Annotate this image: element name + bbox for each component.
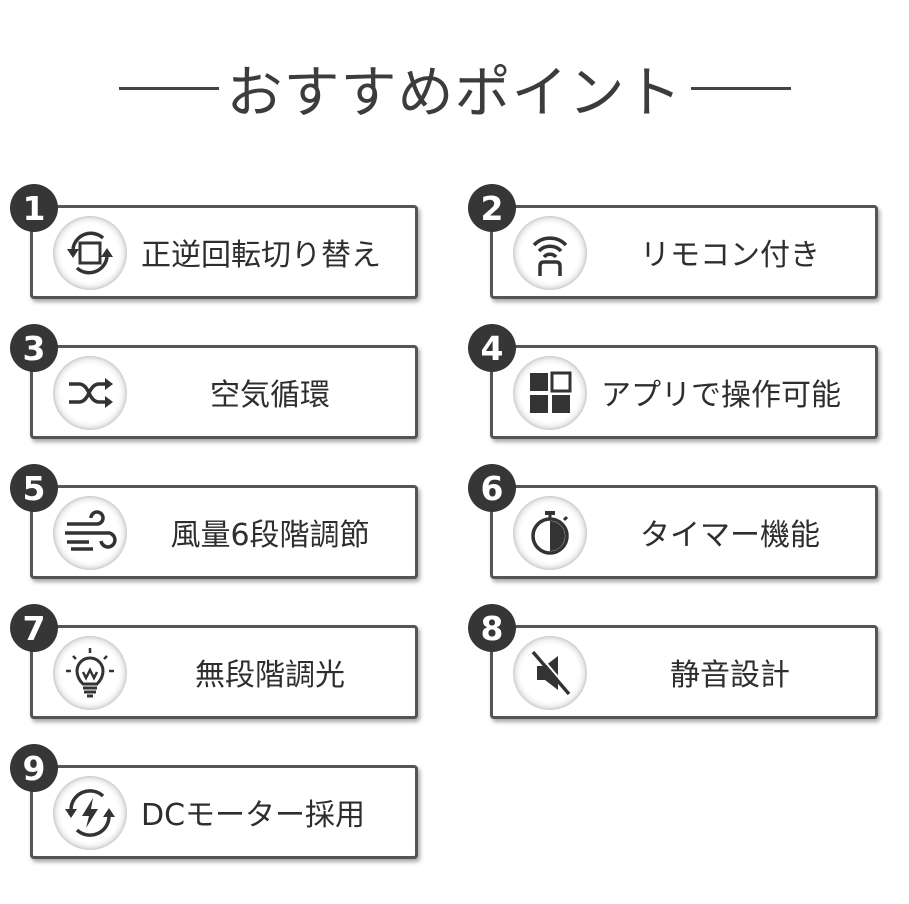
point-label-2: リモコン付き [640, 238, 820, 273]
point-number-badge: 1 [10, 184, 58, 232]
mute-speaker-icon [513, 636, 587, 710]
point-card-4: アプリで操作可能 [490, 345, 878, 439]
point-label-6: タイマー機能 [640, 518, 820, 553]
point-number-badge: 5 [10, 464, 58, 512]
wind-icon [53, 496, 127, 570]
title-right-rule [690, 86, 791, 90]
point-number-badge: 4 [468, 324, 516, 372]
point-label-3: 空気循環 [210, 378, 330, 413]
point-number-badge: 8 [468, 604, 516, 652]
point-card-6: タイマー機能 [490, 485, 878, 579]
light-bulb-icon [53, 636, 127, 710]
point-label-9: DCモーター採用 [141, 798, 366, 833]
point-label-4: アプリで操作可能 [601, 378, 841, 413]
point-label-7: 無段階調光 [195, 658, 345, 693]
point-label-5: 風量6段階調節 [170, 518, 370, 553]
point-card-5: 風量6段階調節 [30, 485, 418, 579]
point-number-badge: 3 [10, 324, 58, 372]
point-card-2: リモコン付き [490, 205, 878, 299]
point-number-badge: 2 [468, 184, 516, 232]
dc-motor-icon [53, 776, 127, 850]
point-label-8: 静音設計 [670, 658, 790, 693]
point-card-9: DCモーター採用 [30, 765, 418, 859]
point-number-badge: 9 [10, 744, 58, 792]
point-card-1: 正逆回転切り替え [30, 205, 418, 299]
remote-control-icon [513, 216, 587, 290]
title-left-rule [118, 86, 219, 90]
point-number-badge: 6 [468, 464, 516, 512]
stopwatch-icon [513, 496, 587, 570]
page-title: おすすめポイント [226, 60, 683, 126]
shuffle-icon [53, 356, 127, 430]
point-card-8: 静音設計 [490, 625, 878, 719]
point-number-badge: 7 [10, 604, 58, 652]
point-card-7: 無段階調光 [30, 625, 418, 719]
point-label-1: 正逆回転切り替え [141, 238, 381, 273]
rotate-switch-icon [53, 216, 127, 290]
point-card-3: 空気循環 [30, 345, 418, 439]
app-grid-icon [513, 356, 587, 430]
page-title-row: おすすめポイント [0, 48, 909, 128]
